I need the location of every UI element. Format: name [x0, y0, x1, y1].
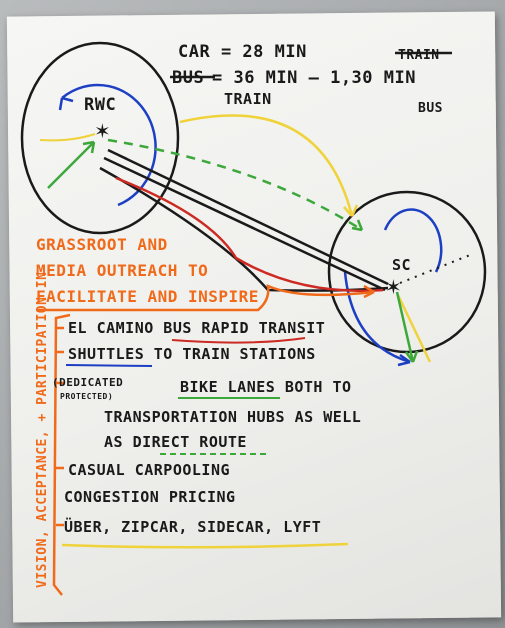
outreach-arrowhead: [363, 284, 375, 299]
bus-label: BUS: [418, 101, 443, 116]
outreach-line-1: GRASSROOT AND: [36, 235, 168, 254]
outreach-line-3: FACILITATE AND INSPIRE: [36, 287, 259, 306]
train-crossed-label: TRAIN: [398, 48, 440, 63]
red-route: [115, 176, 384, 293]
black-route-2: [103, 156, 386, 292]
sc-blue-arrowhead: [397, 353, 411, 367]
vision-label: VISION, ACCEPTANCE, + PARTICIPATION IN: [35, 272, 50, 588]
bike-bracket-1: (DEDICATED: [52, 376, 123, 389]
green-route-arrowhead: [351, 219, 364, 232]
sc-blue-loop-upper: [383, 208, 443, 273]
outreach-line-2: MEDIA OUTREACH TO: [36, 261, 208, 280]
green-dashed-route: [107, 138, 363, 232]
yellow-line-rwc: [39, 133, 96, 142]
list-item-carpool: CASUAL CARPOOLING: [68, 461, 230, 479]
list-item-bike-1: BIKE LANES BOTH TO: [180, 378, 352, 396]
rwc-label: RWC: [84, 95, 116, 115]
list-item-bike-3: AS DIRECT ROUTE: [104, 433, 247, 451]
train-label: TRAIN: [224, 90, 272, 108]
sc-green-arrow: [395, 291, 415, 363]
green-arrow-rwc: [47, 141, 95, 189]
sc-label: SC: [392, 256, 411, 274]
rideshare-underline: [61, 542, 349, 549]
black-route-1: [107, 148, 389, 286]
sc-blue-loop-lower: [343, 271, 411, 364]
list-item-pricing: CONGESTION PRICING: [64, 488, 236, 506]
list-item-bike-2: TRANSPORTATION HUBS AS WELL: [104, 408, 361, 426]
rwc-blue-loop: [61, 83, 157, 207]
sc-green-arrowhead: [404, 350, 419, 363]
transit-times: = 36 MIN — 1,30 MIN: [212, 68, 416, 88]
vision-bracket: [52, 313, 71, 596]
sc-yellow-line: [396, 294, 432, 363]
sc-star-icon: ✶: [385, 275, 402, 299]
yellow-route-arrowhead: [343, 204, 359, 217]
green-arrowhead-rwc: [82, 140, 96, 154]
list-item-shuttles: SHUTTLES TO TRAIN STATIONS: [68, 345, 316, 363]
shuttles-underline: [65, 364, 153, 367]
list-item-brt: EL CAMINO BUS RAPID TRANSIT: [68, 319, 325, 337]
rwc-blue-arrowhead: [58, 96, 74, 111]
vision-ticks: [56, 326, 64, 527]
yellow-route: [179, 114, 354, 217]
outreach-bracket: [36, 283, 375, 312]
list-item-rideshare: ÜBER, ZIPCAR, SIDECAR, LYFT: [64, 517, 321, 536]
brt-underline: [171, 337, 306, 344]
bike-bracket-2: PROTECTED): [60, 392, 113, 401]
car-time: CAR = 28 MIN: [178, 42, 307, 62]
rwc-star-icon: ✶: [94, 119, 111, 143]
rwc-circle: [20, 41, 180, 235]
